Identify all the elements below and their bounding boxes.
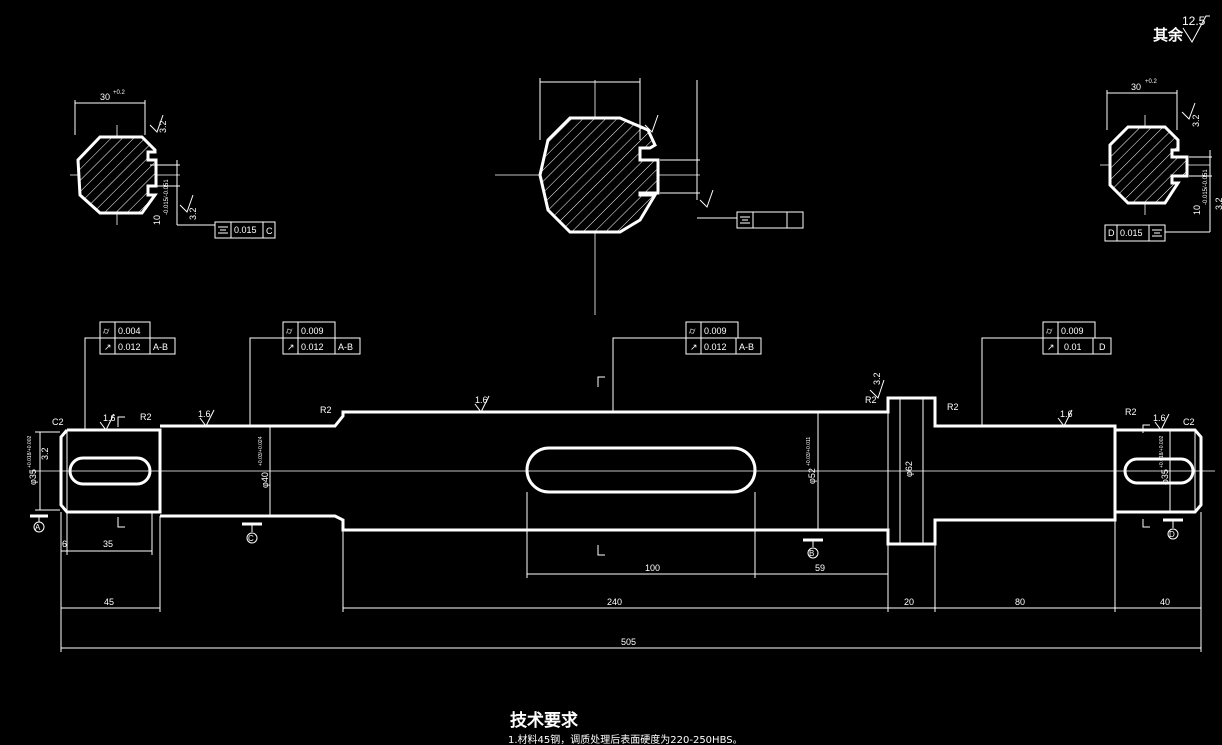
gdt-frame-4: ⌭ ↗ 0.009 0.01 D [981, 321, 1112, 426]
dia-main-label: φ52 [807, 468, 817, 484]
dia-left-label: φ35 [28, 469, 38, 485]
gdt-1-cyl: 0.004 [118, 326, 141, 336]
ra-label-3: 1.6 [475, 395, 488, 405]
general-roughness: 其余 12.5 [1153, 14, 1210, 44]
section-right-sym-tol: 0.015 [1120, 228, 1143, 238]
gdt-1-run: 0.012 [118, 342, 141, 352]
svg-text:↗: ↗ [287, 342, 295, 352]
datum-d-label: D [1169, 530, 1175, 539]
svg-text:↗: ↗ [1047, 342, 1055, 352]
dia-main-tol: +0.03/+0.011 [806, 437, 812, 466]
svg-text:↗: ↗ [104, 342, 112, 352]
dim-505: 505 [621, 637, 636, 647]
section-left-depth-tol: -0.015/-0.051 [164, 179, 170, 215]
gdt-4-ref: D [1099, 342, 1106, 352]
section-right-width-tol: +0.2 [1145, 79, 1158, 85]
datum-a: A [30, 514, 48, 533]
gdt-3-run: 0.012 [704, 342, 727, 352]
tech-title: 技术要求 [510, 710, 578, 731]
dimension-lines: 6 35 100 59 45 240 20 80 40 505 [60, 492, 1202, 652]
roughness-label: 其余 [1153, 26, 1184, 44]
gdt-3-cyl: 0.009 [704, 326, 727, 336]
dim-20: 20 [904, 597, 914, 607]
dim-240: 240 [607, 597, 622, 607]
section-left-ra-side: 3.2 [158, 120, 168, 133]
gdt-1-ref: A-B [153, 342, 168, 352]
dim-6: 6 [62, 539, 67, 549]
gdt-2-cyl: 0.009 [301, 326, 324, 336]
ra-left-end: 3.2 [40, 447, 50, 460]
shaft-outline [30, 396, 1215, 546]
gdt-frame-1: ⌭ ↗ 0.004 0.012 A-B [84, 321, 176, 430]
gdt-frame-3: ⌭ ↗ 0.009 0.012 A-B [612, 321, 762, 412]
tech-line-1: 1.材料45钢，调质处理后表面硬度为220-250HBS。 [508, 733, 743, 745]
gdt-2-run: 0.012 [301, 342, 324, 352]
dim-35: 35 [103, 539, 113, 549]
dia-2-tol: +0.03/+0.024 [258, 436, 264, 466]
datum-c-label: C [248, 534, 254, 543]
svg-text:⌭: ⌭ [689, 326, 696, 336]
roughness-value: 12.5 [1182, 14, 1206, 28]
technical-requirements: 技术要求 1.材料45钢，调质处理后表面硬度为220-250HBS。 [508, 710, 743, 745]
dia-right-tol: +0.018/+0.002 [1159, 436, 1165, 468]
svg-text:⌭: ⌭ [286, 326, 293, 336]
ra-label-5: 1.6 [1153, 413, 1166, 423]
gdt-3-ref: A-B [739, 342, 754, 352]
svg-text:⌭: ⌭ [103, 326, 110, 336]
gdt-2-ref: A-B [338, 342, 353, 352]
shaft-labels: C2 C2 R2 R2 R2 R2 R2 1.6 1.6 1.6 1.6 1.6… [27, 372, 1195, 559]
section-right-depth: 10 [1192, 205, 1202, 215]
section-left: 30 +0.2 10 -0.015/-0.051 3.2 3.2 0.015 C [70, 90, 276, 239]
section-left-sym-tol: 0.015 [234, 225, 257, 235]
datum-a-label: A [35, 523, 41, 532]
section-right-ra-side: 3.2 [1191, 114, 1201, 127]
dim-80: 80 [1015, 597, 1025, 607]
ra-label-4: 1.6 [1060, 409, 1073, 419]
c2-left-label: C2 [52, 417, 64, 427]
gdt-frame-2: ⌭ ↗ 0.009 0.012 A-B [249, 321, 361, 426]
datum-b-label: B [809, 549, 814, 558]
r2-label-2: R2 [320, 405, 332, 415]
svg-text:↗: ↗ [690, 342, 698, 352]
dia-left-tol: +0.018/+0.002 [27, 436, 33, 468]
dim-59: 59 [815, 563, 825, 573]
ra-label-6: 3.2 [872, 372, 882, 385]
datum-d: D [1163, 518, 1183, 540]
section-right-width: 30 [1131, 82, 1141, 92]
gdt-4-cyl: 0.009 [1061, 326, 1084, 336]
datum-b: B [803, 538, 823, 559]
section-left-depth: 10 [152, 215, 162, 225]
datum-c: C [242, 522, 262, 544]
gdt-4-run: 0.01 [1064, 342, 1082, 352]
section-right-depth-tol: -0.015/-0.051 [1203, 169, 1209, 205]
r2-label-5: R2 [1125, 407, 1137, 417]
dia-collar-label: φ62 [904, 461, 914, 477]
dim-45: 45 [104, 597, 114, 607]
section-right-ra-bottom: 3.2 [1214, 197, 1222, 210]
c2-right-label: C2 [1183, 417, 1195, 427]
section-middle [495, 78, 804, 315]
section-right: 30 +0.2 10 -0.015/-0.051 3.2 3.2 D 0.015 [1100, 79, 1222, 242]
section-left-width-tol: +0.2 [113, 90, 126, 96]
section-left-ra-bottom: 3.2 [188, 207, 198, 220]
dia-right-label: φ35 [1160, 469, 1170, 485]
r2-label-4: R2 [947, 402, 959, 412]
section-left-datum: C [266, 226, 273, 236]
dim-40: 40 [1160, 597, 1170, 607]
ra-label-2: 1.6 [198, 409, 211, 419]
dia-2-label: φ40 [260, 472, 270, 488]
svg-text:⌭: ⌭ [1046, 326, 1053, 336]
ra-label-1: 1.6 [103, 413, 116, 423]
dim-100: 100 [645, 563, 660, 573]
r2-label-3: R2 [865, 395, 877, 405]
section-right-datum: D [1108, 228, 1115, 238]
r2-label-1: R2 [140, 412, 152, 422]
section-left-width: 30 [100, 92, 110, 102]
